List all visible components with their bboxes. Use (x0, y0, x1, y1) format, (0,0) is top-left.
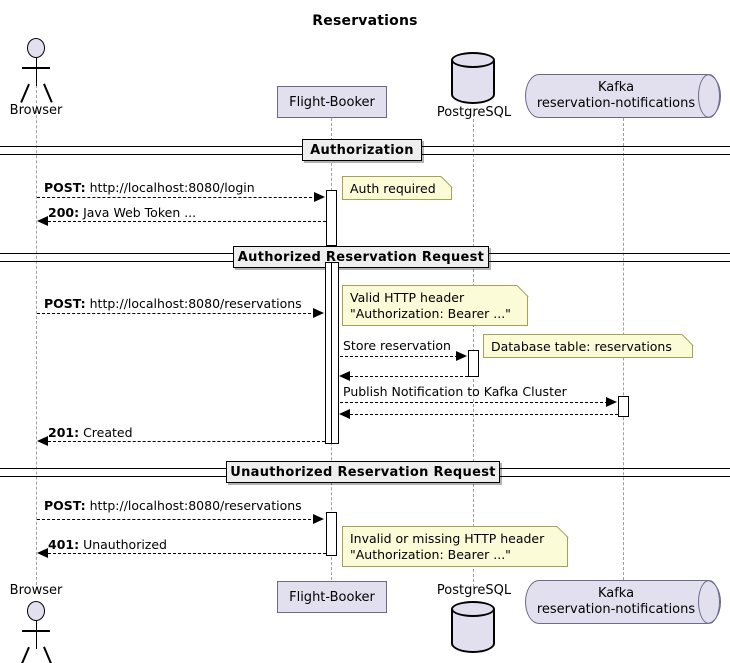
actor-label-browser-top: Browser (9, 103, 63, 118)
message-arrowhead-publish-notification (606, 397, 617, 407)
message-line-publish-notification (340, 402, 608, 403)
actor-arms-icon (22, 67, 50, 69)
message-line-post-login (37, 197, 317, 198)
message-text-post-reservations-unauthorized: http://localhost:8080/reservations (85, 498, 302, 513)
actor-body-icon (35, 621, 38, 649)
message-arrowhead-post-reservations-unauthorized (313, 514, 324, 524)
queue-label-kafka-bottom: Kafka reservation-notifications (536, 586, 696, 617)
activation-postgresql (468, 350, 479, 377)
activation-kafka (618, 396, 629, 417)
message-arrowhead-store-reservation (456, 351, 467, 361)
queue-end-cap-icon (698, 74, 720, 118)
message-code-201-created: 201: (48, 425, 80, 440)
message-text-post-login: http://localhost:8080/login (85, 180, 255, 195)
message-arrowhead-publish-notification-return (339, 409, 350, 419)
message-line-store-reservation-return (350, 376, 468, 377)
diagram-title: Reservations (312, 13, 418, 29)
actor-leg-left-icon (20, 646, 30, 663)
divider-unauthorized-reservation-request: Unauthorized Reservation Request (226, 461, 500, 483)
actor-arms-icon (22, 630, 50, 632)
message-code-post-login: POST: (44, 180, 86, 195)
queue-shape-icon (525, 74, 721, 118)
message-code-post-reservations-authorized: POST: (44, 296, 86, 311)
message-line-200-jwt (48, 221, 326, 222)
queue-shape-icon (525, 580, 721, 624)
participant-flightbooker-bottom[interactable]: Flight-Booker (277, 581, 387, 613)
database-label-postgresql-top: PostgreSQL (436, 105, 512, 120)
note-invalid-header-wrapper: Invalid or missing HTTP header "Authoriz… (342, 526, 569, 567)
activation-flightbooker-auth (326, 190, 337, 246)
message-text-post-reservations-authorized: http://localhost:8080/reservations (85, 296, 302, 311)
note-right-edge (567, 536, 568, 567)
note-database-table: Database table: reservations (483, 334, 693, 358)
note-auth-required: Auth required (342, 176, 452, 200)
message-arrowhead-store-reservation-return (339, 371, 350, 381)
actor-head-icon (27, 601, 45, 621)
actor-body-icon (35, 58, 38, 86)
activation-flightbooker-unauthorized (326, 512, 337, 556)
message-label-post-reservations-unauthorized: POST: http://localhost:8080/reservations (44, 498, 302, 513)
queue-kafka-top[interactable]: Kafka reservation-notifications (525, 74, 721, 118)
message-line-publish-notification-return (350, 414, 618, 415)
message-line-store-reservation (340, 356, 458, 357)
message-text-201-created: Created (79, 425, 133, 440)
actor-label-browser-bottom: Browser (9, 583, 63, 598)
actor-head-icon (27, 38, 45, 58)
queue-kafka-bottom[interactable]: Kafka reservation-notifications (525, 580, 721, 624)
message-code-200-jwt: 200: (48, 205, 80, 220)
note-valid-header-wrapper: Valid HTTP header "Authorization: Bearer… (342, 285, 529, 326)
participant-flightbooker-top[interactable]: Flight-Booker (277, 86, 387, 118)
message-text-401-unauthorized: Unauthorized (79, 537, 167, 552)
message-code-post-reservations-unauthorized: POST: (44, 498, 86, 513)
message-code-401-unauthorized: 401: (48, 537, 80, 552)
message-label-201-created: 201: Created (48, 425, 133, 440)
actor-leg-right-icon (43, 646, 53, 663)
message-label-200-jwt: 200: Java Web Token ... (48, 205, 196, 220)
message-text-store-reservation: Store reservation (343, 338, 451, 353)
message-line-post-reservations-authorized (37, 313, 316, 314)
divider-authorized-reservation-request: Authorized Reservation Request (233, 246, 489, 268)
message-label-publish-notification: Publish Notification to Kafka Cluster (343, 384, 567, 399)
message-arrowhead-201-created (37, 436, 48, 446)
actor-leg-left-icon (20, 83, 30, 103)
database-cylinder-top-icon (451, 601, 495, 617)
message-arrowhead-401-unauthorized (37, 548, 48, 558)
divider-authorization: Authorization (302, 139, 422, 161)
message-label-store-reservation: Store reservation (343, 338, 451, 353)
note-database-table-wrapper: Database table: reservations (483, 334, 694, 358)
database-cylinder-top-icon (451, 52, 495, 68)
lifeline-browser (36, 70, 37, 590)
message-arrowhead-post-login (314, 192, 325, 202)
note-valid-header: Valid HTTP header "Authorization: Bearer… (342, 285, 528, 326)
message-arrowhead-post-reservations-authorized (313, 308, 324, 318)
message-line-201-created (48, 441, 325, 442)
message-arrowhead-200-jwt (37, 216, 48, 226)
note-invalid-header: Invalid or missing HTTP header "Authoriz… (342, 526, 568, 567)
queue-label-kafka-top: Kafka reservation-notifications (536, 80, 696, 111)
message-label-401-unauthorized: 401: Unauthorized (48, 537, 167, 552)
queue-end-cap-icon (698, 580, 720, 624)
message-line-401-unauthorized (48, 553, 326, 554)
note-right-edge (527, 295, 528, 326)
message-text-200-jwt: Java Web Token ... (79, 205, 197, 220)
note-auth-required-wrapper: Auth required (342, 176, 453, 200)
note-right-edge (451, 186, 452, 200)
note-right-edge (692, 344, 693, 358)
message-label-post-login: POST: http://localhost:8080/login (44, 180, 255, 195)
message-text-publish-notification: Publish Notification to Kafka Cluster (343, 384, 567, 399)
message-line-post-reservations-unauthorized (37, 519, 316, 520)
actor-leg-right-icon (43, 83, 53, 103)
database-label-postgresql-bottom: PostgreSQL (436, 583, 512, 598)
activation-flightbooker-reservation-nested (331, 262, 339, 444)
message-label-post-reservations-authorized: POST: http://localhost:8080/reservations (44, 296, 302, 311)
